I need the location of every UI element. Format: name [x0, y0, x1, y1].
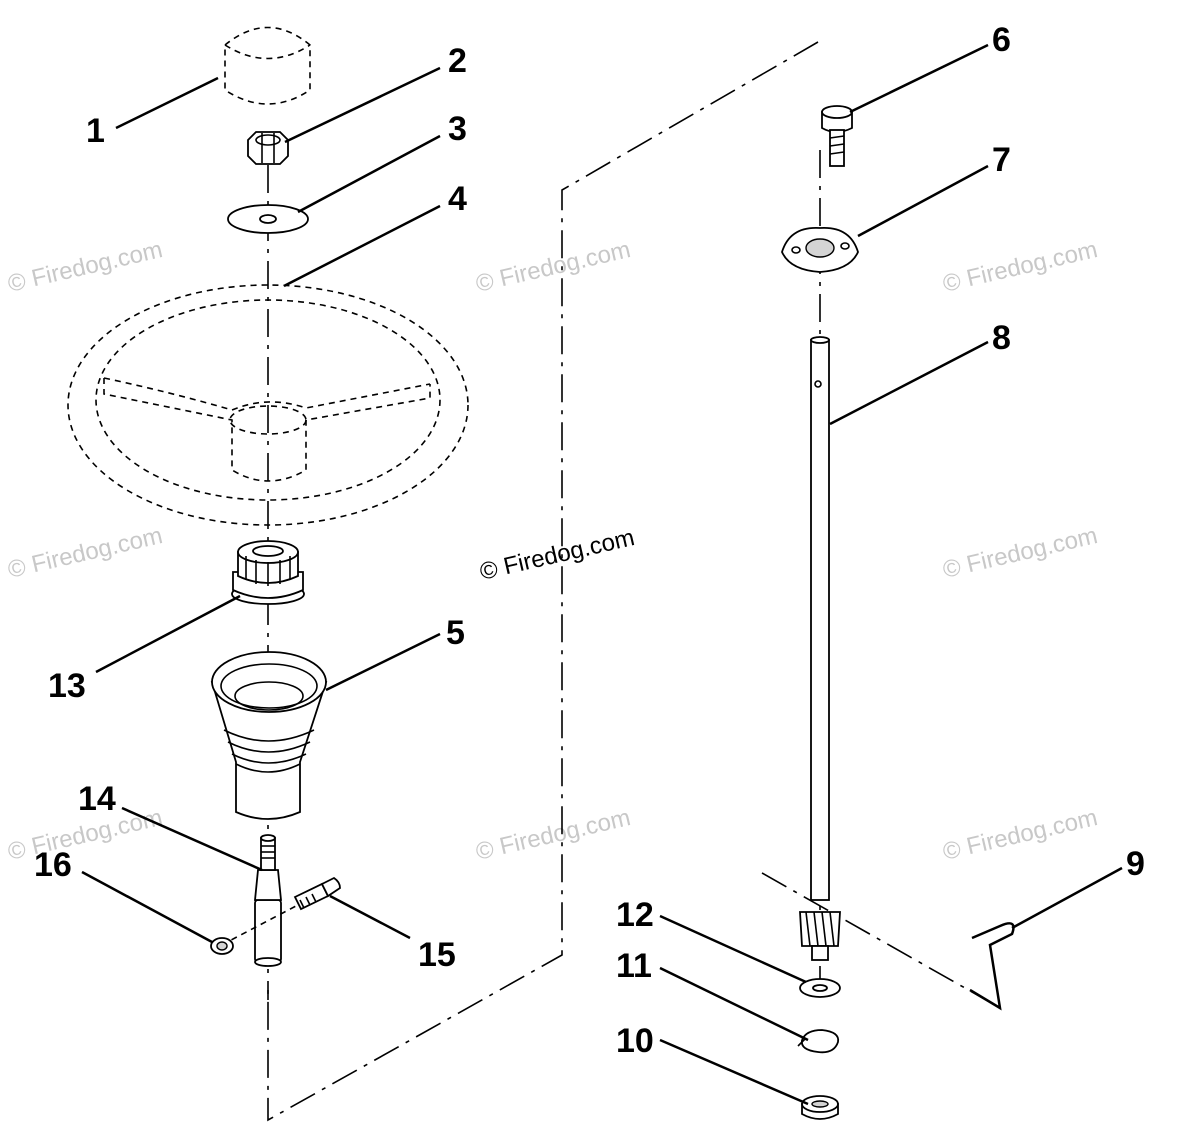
- steering-wheel: [67, 284, 469, 526]
- snap-ring: [797, 1029, 840, 1054]
- callout-16: 16: [34, 846, 72, 884]
- steering-shaft: [810, 336, 830, 901]
- callout-2: 2: [448, 42, 467, 80]
- steering-boot: [210, 651, 328, 820]
- pinion-axis-line: [761, 872, 996, 1006]
- watermark: © Firedog.com: [5, 522, 165, 584]
- steering-cap: [224, 26, 311, 105]
- callout-6: 6: [992, 21, 1011, 59]
- callout-14: 14: [78, 780, 116, 818]
- callout-8: 8: [992, 319, 1011, 357]
- small-nut: [210, 937, 234, 955]
- callout-5: 5: [446, 614, 465, 652]
- washer: [227, 204, 309, 234]
- callout-15: 15: [418, 936, 456, 974]
- callout-3: 3: [448, 110, 467, 148]
- assembly-boundary: [267, 41, 819, 1122]
- cross-bolt: [211, 876, 341, 951]
- pinion-gear: [799, 911, 841, 961]
- callout-4: 4: [448, 180, 467, 218]
- leader-lines: [81, 43, 1123, 1106]
- thrust-washer: [799, 978, 841, 998]
- callout-1: 1: [86, 112, 105, 150]
- callout-7: 7: [992, 141, 1011, 179]
- watermark: © Firedog.com: [473, 236, 633, 298]
- callout-12: 12: [616, 896, 654, 934]
- callout-13: 13: [48, 667, 86, 705]
- callout-11: 11: [616, 947, 652, 985]
- watermark: © Firedog.com: [473, 804, 633, 866]
- watermark: © Firedog.com: [940, 522, 1100, 584]
- watermark: © Firedog.com: [940, 804, 1100, 866]
- shaft-adapter: [254, 834, 282, 967]
- callout-10: 10: [616, 1022, 654, 1060]
- lock-nut: [247, 131, 289, 165]
- watermarks: © Firedog.com © Firedog.com © Firedog.co…: [5, 236, 1100, 866]
- watermark: © Firedog.com: [5, 236, 165, 298]
- callout-labels: 1 2 3 4 5 6 7 8 9 10 11 12 13 14 15 16: [34, 21, 1145, 1060]
- watermark: © Firedog.com: [940, 236, 1100, 298]
- hex-bolt: [821, 105, 853, 167]
- watermark-center: © Firedog.com: [477, 524, 637, 586]
- flange-bearing: [781, 227, 859, 273]
- callout-9: 9: [1126, 845, 1145, 883]
- bushing: [801, 1095, 839, 1120]
- splined-adapter: [231, 540, 305, 605]
- spring-clip: [969, 922, 1015, 1011]
